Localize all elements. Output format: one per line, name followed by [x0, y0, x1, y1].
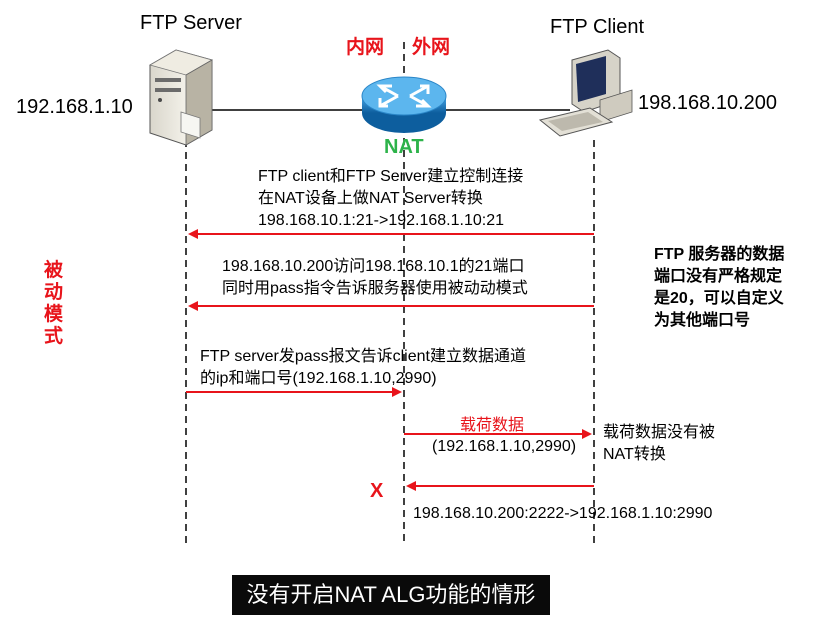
message-control-connection: FTP client和FTP Server建立控制连接 在NAT设备上做NAT … — [258, 166, 523, 232]
server-icon — [148, 49, 214, 146]
client-computer-icon — [538, 49, 633, 137]
message-line: 在NAT设备上做NAT Server转换 — [258, 190, 483, 207]
passive-mode-char: 式 — [44, 326, 64, 347]
message-line: FTP server发pass报文告诉client建立数据通道 — [200, 348, 526, 365]
outside-network-label: 外网 — [412, 37, 451, 58]
message-line: FTP client和FTP Server建立控制连接 — [258, 168, 524, 185]
passive-mode-char: 动 — [44, 282, 64, 303]
passive-mode-char: 模 — [44, 304, 64, 325]
note-line: 是20，可以自定义 — [654, 290, 784, 307]
nat-label: NAT — [384, 136, 424, 158]
passive-mode-char: 被 — [44, 260, 64, 281]
server-ip: 192.168.1.10 — [16, 96, 133, 118]
passive-mode-label: 被 动 模 式 — [44, 260, 63, 348]
note-line: 为其他端口号 — [654, 312, 751, 329]
client-title: FTP Client — [550, 16, 645, 38]
note-line: 载荷数据没有被 — [603, 424, 716, 441]
server-title: FTP Server — [140, 12, 242, 34]
message-line: 同时用pass指令告诉服务器使用被动动模式 — [222, 280, 528, 297]
note-line: NAT转换 — [603, 446, 666, 463]
message-server-pass-reply: FTP server发pass报文告诉client建立数据通道 的ip和端口号(… — [200, 346, 526, 390]
inside-network-label: 内网 — [346, 37, 385, 58]
payload-title: 载荷数据 — [460, 417, 525, 434]
message-line: 的ip和端口号(192.168.1.10,2990) — [200, 370, 437, 387]
note-line: FTP 服务器的数据 — [654, 246, 785, 263]
payload-detail: (192.168.1.10,2990) — [432, 438, 577, 455]
note-line: 端口没有严格规定 — [654, 268, 783, 285]
client-ip: 198.168.10.200 — [638, 92, 778, 114]
server-port-note: FTP 服务器的数据 端口没有严格规定 是20，可以自定义 为其他端口号 — [654, 244, 784, 332]
message-line: 198.168.10.200访问198.168.10.1的21端口 — [222, 258, 525, 275]
diagram-caption: 没有开启NAT ALG功能的情形 — [232, 575, 550, 615]
message-data-connection: 198.168.10.200:2222->192.168.1.10:2990 — [413, 505, 713, 522]
message-pass-command: 198.168.10.200访问198.168.10.1的21端口 同时用pas… — [222, 256, 528, 300]
router-icon — [361, 76, 447, 133]
message-line: 198.168.10.1:21->192.168.1.10:21 — [258, 212, 504, 229]
fail-mark: X — [370, 480, 384, 502]
payload-note: 载荷数据没有被 NAT转换 — [603, 422, 715, 466]
